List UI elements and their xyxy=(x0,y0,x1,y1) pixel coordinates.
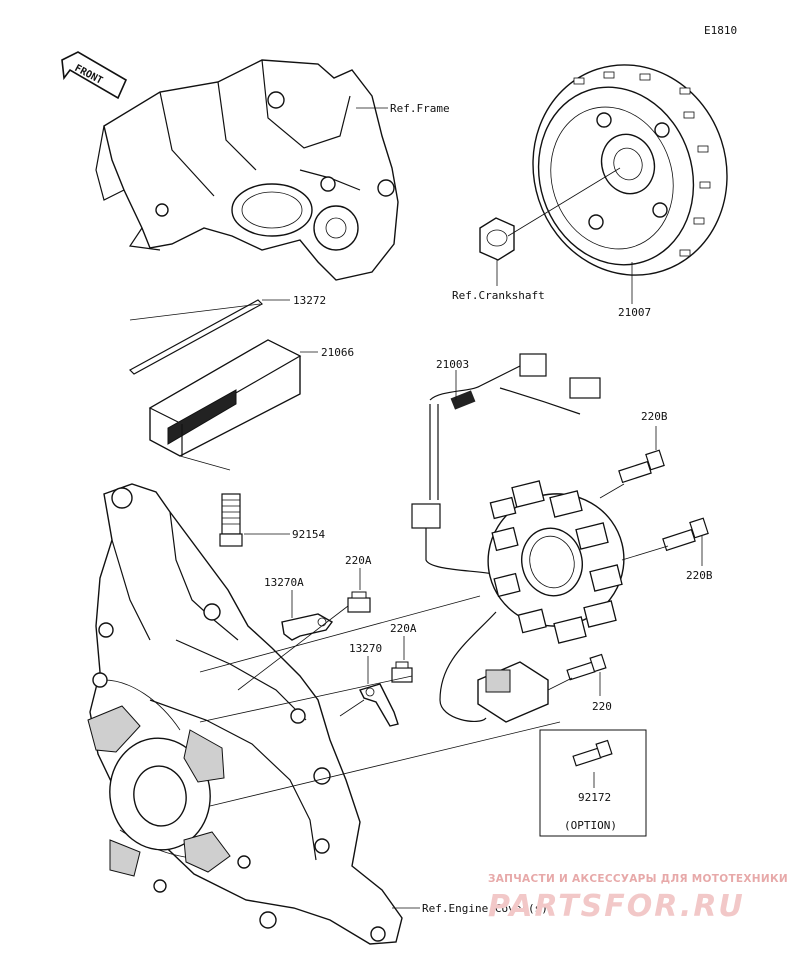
callout-bolt-220b-top: 220B xyxy=(641,410,668,423)
stator-part xyxy=(411,353,625,644)
callout-stator: 21003 xyxy=(436,358,469,371)
connector-top xyxy=(499,353,601,415)
bolt-92172-part xyxy=(572,739,613,767)
callout-flywheel: 21007 xyxy=(618,306,651,319)
callout-ref-frame: Ref.Frame xyxy=(390,102,450,115)
callout-bolt-220a-top: 220A xyxy=(345,554,372,567)
regulator-part xyxy=(148,339,302,471)
diagram-code: E1810 xyxy=(704,24,737,37)
bolt-220a-mid-part xyxy=(391,661,413,683)
watermark-tagline: ЗАПЧАСТИ И АКСЕССУАРЫ ДЛЯ МОТОТЕХНИКИ xyxy=(488,873,788,885)
callout-bracket-13270: 13270 xyxy=(349,642,382,655)
callout-bolt-220a-mid: 220A xyxy=(390,622,417,635)
watermark: ЗАПЧАСТИ И АКСЕССУАРЫ ДЛЯ МОТОТЕХНИКИ PA… xyxy=(488,873,788,924)
bolt-220b-mid-part xyxy=(662,517,709,552)
option-box: 92172 (OPTION) xyxy=(539,729,647,837)
callout-regulator: 21066 xyxy=(321,346,354,359)
bolt-92154-part xyxy=(219,493,243,547)
callout-bolt-92154: 92154 xyxy=(292,528,325,541)
flywheel-part xyxy=(532,64,728,276)
callout-ref-crankshaft: Ref.Crankshaft xyxy=(452,289,545,302)
bolt-220b-top-part xyxy=(618,449,665,484)
pickup-coil-part xyxy=(439,611,549,723)
stator-poles xyxy=(489,480,623,644)
assembly-guide-lines xyxy=(199,595,561,807)
callout-bolt-220: 220 xyxy=(592,700,612,713)
callout-bolt-92172: 92172 xyxy=(578,791,611,804)
bolt-220-part xyxy=(566,653,607,681)
watermark-brand: PARTSFOR.RU xyxy=(488,889,745,924)
frame-part xyxy=(95,59,399,281)
callout-bracket-13270a: 13270A xyxy=(264,576,304,589)
gasket-part xyxy=(129,299,263,375)
bolt-220a-top-part xyxy=(347,591,371,613)
bracket-13270a-part xyxy=(281,613,334,641)
option-label: (OPTION) xyxy=(564,819,617,832)
callout-ref-engine-cover: Ref.Engine Cover(s) xyxy=(422,902,548,915)
crankshaft-nut-part xyxy=(479,217,515,286)
bracket-13270-part xyxy=(359,683,399,727)
front-arrow-icon: FRONT xyxy=(61,51,128,100)
callout-gasket: 13272 xyxy=(293,294,326,307)
engine-cover-part xyxy=(87,483,403,945)
callout-bolt-220b-mid: 220B xyxy=(686,569,713,582)
